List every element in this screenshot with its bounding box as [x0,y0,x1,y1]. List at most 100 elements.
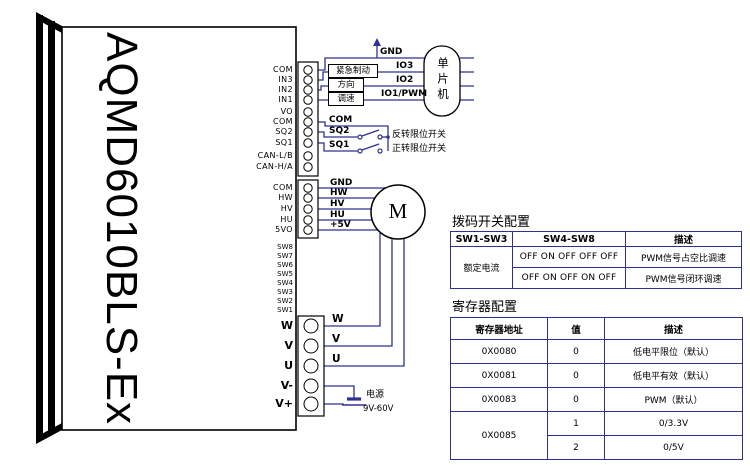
terminal-label: 5VO [275,225,293,234]
reg-addr-cell: 0X0081 [450,363,548,388]
dip-setting-cell: OFF ON OFF ON OFF [512,267,626,289]
wire-gnd-mcu [318,57,440,71]
dip-header-cell: SW4-SW8 [512,231,626,247]
io1-pwm-pin-label: IO1/PWM [381,89,428,99]
table-row: 额定电流 OFF ON OFF OFF OFF PWM信号占空比调速 [450,246,742,289]
reg-value-cell: 0 [547,363,605,388]
terminal-label: CAN-L/B [257,151,293,160]
power-supply-voltage: 9V-60V [363,404,394,414]
switch-blades [361,129,380,151]
motor-circle [370,184,426,240]
dip-header-cell: SW1-SW3 [450,231,513,247]
terminal-label: W [280,319,293,332]
hall-terminal-strip [297,179,319,239]
dip-pin-label: SW1 [277,306,293,314]
terminal-label: SQ2 [275,127,293,136]
wire-io2 [318,85,440,91]
table-row: OFF ON OFF ON OFF PWM信号闭环调速 [451,267,742,289]
phase-wire-label: W [332,313,344,325]
terminal-label: COM [273,183,293,192]
limit-switch-contacts [357,134,383,154]
direction-signal-box: 方向 [328,78,364,92]
reg-addr-cell: 0X0080 [450,339,548,364]
io2-pin-label: IO2 [396,75,414,85]
reg-desc-cell: 低电平限位（默认） [604,339,743,364]
dip-header-cell: 描述 [625,231,742,247]
controller-model-label: AQMD6010BLS-Ex [97,31,146,426]
reverse-limit-switch-label: 反转限位开关 [392,130,447,140]
terminal-label: SQ1 [275,138,293,147]
terminal-label: IN3 [278,75,293,84]
motor-symbol: M [388,199,408,223]
wire-io3 [318,71,440,81]
dip-config-table: SW1-SW3 SW4-SW8 描述 额定电流 OFF ON OFF OFF O… [450,231,742,289]
sq1-wire-label: SQ1 [329,140,350,150]
table-row: 0X0083 0 PWM（默认） [450,387,743,412]
wire-com-limit [318,121,389,151]
sq2-wire-label: SQ2 [329,126,350,136]
terminal-label: V+ [275,397,293,410]
junction-dot [386,135,390,139]
terminal-label: VO [280,107,293,116]
speed-signal-box: 调速 [328,92,364,106]
reg-addr-cell: 0X0085 [450,411,548,460]
terminal-label: COM [273,65,293,74]
wire-vminus [324,385,355,398]
terminal-label: COM [273,117,293,126]
reg-value-cell: 2 [547,435,605,460]
dip-pin-label: SW2 [277,297,293,305]
dip-pin-label: SW5 [277,270,293,278]
reg-desc-cell: 0/5V [604,435,743,460]
reg-desc-cell: PWM（默认） [604,387,743,412]
terminal-label: V [284,339,293,352]
hall-wire-label: HV [330,199,345,209]
dip-desc-cell: PWM信号占空比调速 [625,246,742,268]
reg-value-cell: 0 [547,339,605,364]
terminal-label: HV [280,204,293,213]
phase-wire-label: V [332,333,341,345]
gnd-arrow-head [373,38,381,46]
hall-wires [318,187,398,231]
terminal-label: U [284,359,293,372]
register-config-table: 寄存器地址 值 描述 0X0080 0 低电平限位（默认） 0X0081 0 低… [450,317,743,460]
table-row: 0X0081 0 低电平有效（默认） [450,363,743,388]
wire-sq1 [318,142,358,152]
terminal-label: HW [278,193,293,202]
dip-pin-label: SW3 [277,288,293,296]
reg-value-cell: 0 [547,387,605,412]
dip-pin-label: SW6 [277,261,293,269]
wire-sq2 [318,131,358,138]
power-supply-label: 电源 [366,390,385,400]
dip-group-cell: 额定电流 [450,246,513,289]
terminal-label: CAN-H/A [256,162,293,171]
terminal-label: IN1 [278,95,293,104]
mcu-outline [423,45,461,117]
mcu-label: 单片机 [436,57,450,104]
table-row: 0X0080 0 低电平限位（默认） [450,339,743,364]
dip-pin-label: SW7 [277,252,293,260]
reg-value-cell: 1 [547,411,605,436]
hall-wire-label: HU [330,210,345,220]
reg-desc-cell: 低电平有效（默认） [604,363,743,388]
wire-vplus [324,403,344,405]
signal-terminal-strip [297,61,319,177]
terminal-label: IN2 [278,85,293,94]
reg-header-cell: 寄存器地址 [450,317,548,340]
estop-signal-box: 紧急制动 [328,64,378,78]
dip-desc-cell: PWM信号闭环调速 [625,267,742,289]
dip-setting-cell: OFF ON OFF OFF OFF [512,246,626,268]
terminal-label: V- [280,379,293,392]
reg-header-cell: 值 [547,317,605,340]
reg-addr-cell: 0X0083 [450,387,548,412]
hall-wire-label: HW [330,188,348,198]
register-table-title: 寄存器配置 [452,300,518,315]
battery-symbol [342,397,366,406]
reg-desc-cell: 0/3.3V [604,411,743,436]
table-row: 0X0085 1 0/3.3V [450,411,743,460]
hall-wire-label: +5V [330,220,351,230]
power-terminal-strip [297,315,325,417]
table-row: 2 0/5V [451,435,743,460]
dip-table-title: 拨码开关配置 [452,215,531,230]
phase-wire-label: U [332,353,341,365]
